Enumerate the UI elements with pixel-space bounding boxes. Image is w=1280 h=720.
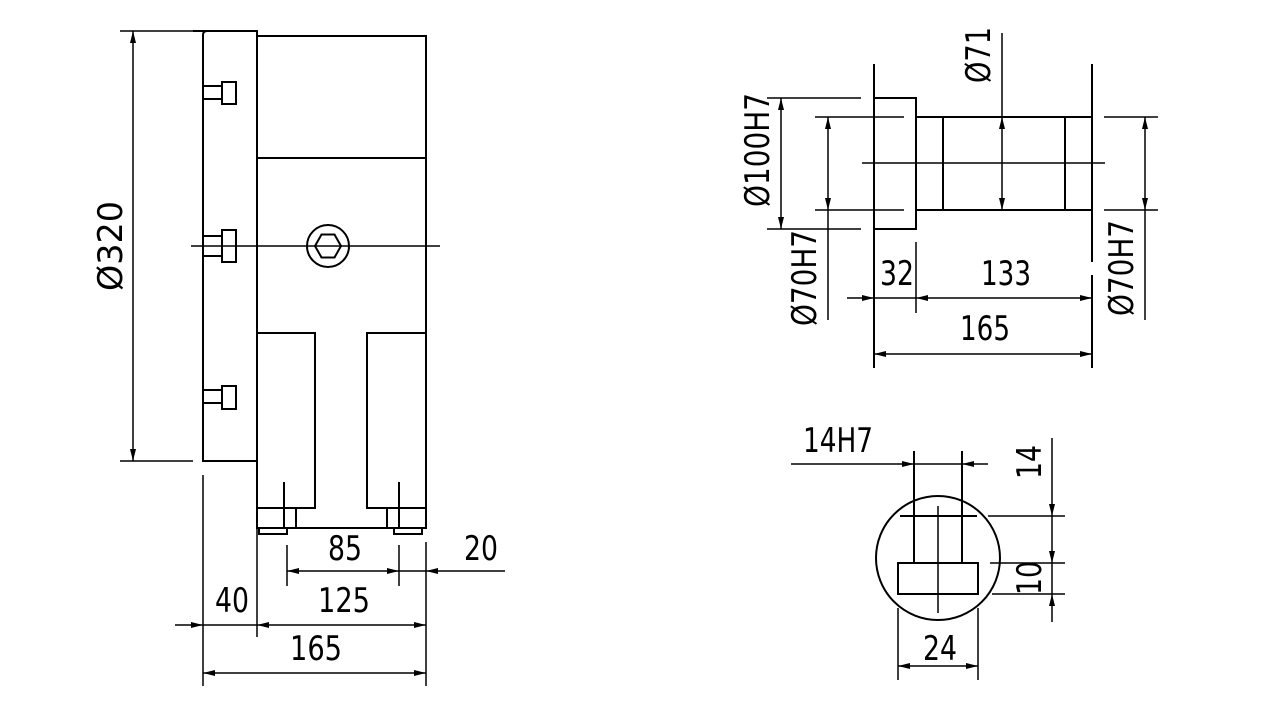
arrowhead-icon (999, 117, 1005, 129)
left-pocket (257, 332, 316, 509)
right-foot (393, 527, 423, 535)
dim-40: 40 (215, 581, 249, 621)
dim-bore-70-right: Ø70H7 (1102, 220, 1142, 316)
arrowhead-icon (966, 663, 978, 669)
arrowhead-icon (902, 461, 914, 467)
dim-bore-70-left: Ø70H7 (785, 230, 825, 326)
dim-125: 125 (318, 581, 370, 621)
arrowhead-icon (825, 117, 831, 129)
arrowhead-icon (862, 295, 874, 301)
key-lines (283, 482, 400, 528)
hex-bolt-circle (306, 224, 350, 268)
keyway-view: 14H7 14 10 24 (791, 421, 1065, 680)
dim-20: 20 (464, 529, 498, 569)
arrowhead-icon (191, 622, 203, 628)
dimension-arrows (130, 31, 1148, 676)
dimension-lines (120, 30, 505, 686)
arrowhead-icon (778, 217, 784, 229)
dim-165: 165 (290, 629, 342, 669)
dimension-lines (791, 438, 1065, 680)
body-outline (256, 35, 427, 529)
dim-133: 133 (981, 254, 1031, 294)
arrowhead-icon (1049, 551, 1055, 563)
shaft-view: Ø71 Ø100H7 Ø70H7 Ø70H7 32 133 165 (738, 27, 1158, 368)
dim-32: 32 (880, 254, 914, 294)
arrowhead-icon (778, 98, 784, 110)
side-view: Ø320 85 20 40 125 165 (91, 30, 505, 686)
arrowhead-icon (287, 568, 299, 574)
dim-key-width: 14H7 (803, 421, 873, 461)
arrowhead-icon (1080, 295, 1092, 301)
keyway-circle (875, 495, 1001, 621)
arrowhead-icon (825, 198, 831, 210)
dim-depth-14: 14 (1010, 445, 1050, 479)
dim-bore-100: Ø100H7 (738, 93, 778, 207)
dim-165: 165 (960, 309, 1010, 349)
left-foot (258, 527, 288, 535)
flange-bolt (203, 229, 237, 263)
dim-diameter-320: Ø320 (91, 201, 131, 291)
arrowhead-icon (898, 663, 910, 669)
arrowhead-icon (1142, 117, 1148, 129)
right-pocket (366, 332, 426, 509)
flange-bolt (203, 81, 237, 105)
dim-shaft-diameter: Ø71 (959, 27, 999, 83)
dim-base-24: 24 (923, 629, 957, 669)
dim-key-height-10: 10 (1010, 561, 1050, 595)
arrowhead-icon (387, 568, 399, 574)
arrowhead-icon (999, 198, 1005, 210)
hex-bolt-icon (313, 233, 343, 259)
arrowhead-icon (1142, 198, 1148, 210)
arrowhead-icon (1080, 351, 1092, 357)
arrowhead-icon (874, 351, 886, 357)
arrowhead-icon (962, 461, 974, 467)
arrowhead-icon (130, 31, 136, 43)
arrowhead-icon (916, 295, 928, 301)
shaft-ends (873, 64, 1093, 368)
arrowhead-icon (130, 449, 136, 461)
arrowhead-icon (257, 622, 269, 628)
arrowhead-icon (1049, 504, 1055, 516)
arrowhead-icon (203, 670, 215, 676)
arrowhead-icon (414, 670, 426, 676)
dim-85: 85 (328, 529, 362, 569)
arrowhead-icon (1049, 594, 1055, 606)
arrowhead-icon (426, 568, 438, 574)
flange-bolt (203, 385, 237, 410)
arrowhead-icon (414, 622, 426, 628)
